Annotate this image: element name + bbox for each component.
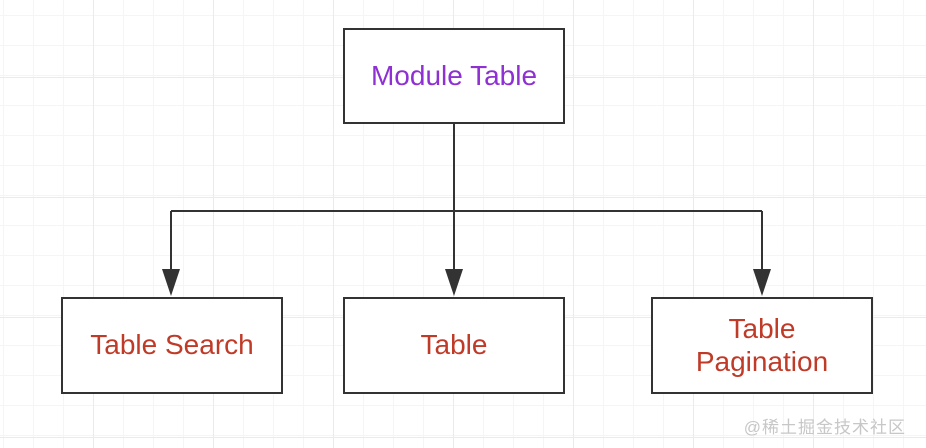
node-module-table: Module Table [343,28,565,124]
node-table-pagination: Table Pagination [651,297,873,394]
node-module-table-label: Module Table [370,59,538,91]
node-table-search: Table Search [61,297,283,394]
juejin-watermark: @稀土掘金技术社区 [743,418,906,437]
arrowhead-down-icon [162,269,180,296]
arrowhead-down-icon [753,269,771,296]
node-table-search-label: Table Search [90,329,254,361]
node-table-label: Table [420,329,488,361]
node-table: Table [343,297,565,394]
node-table-pagination-label: Table Pagination [695,313,829,377]
arrowhead-down-icon [445,269,463,296]
